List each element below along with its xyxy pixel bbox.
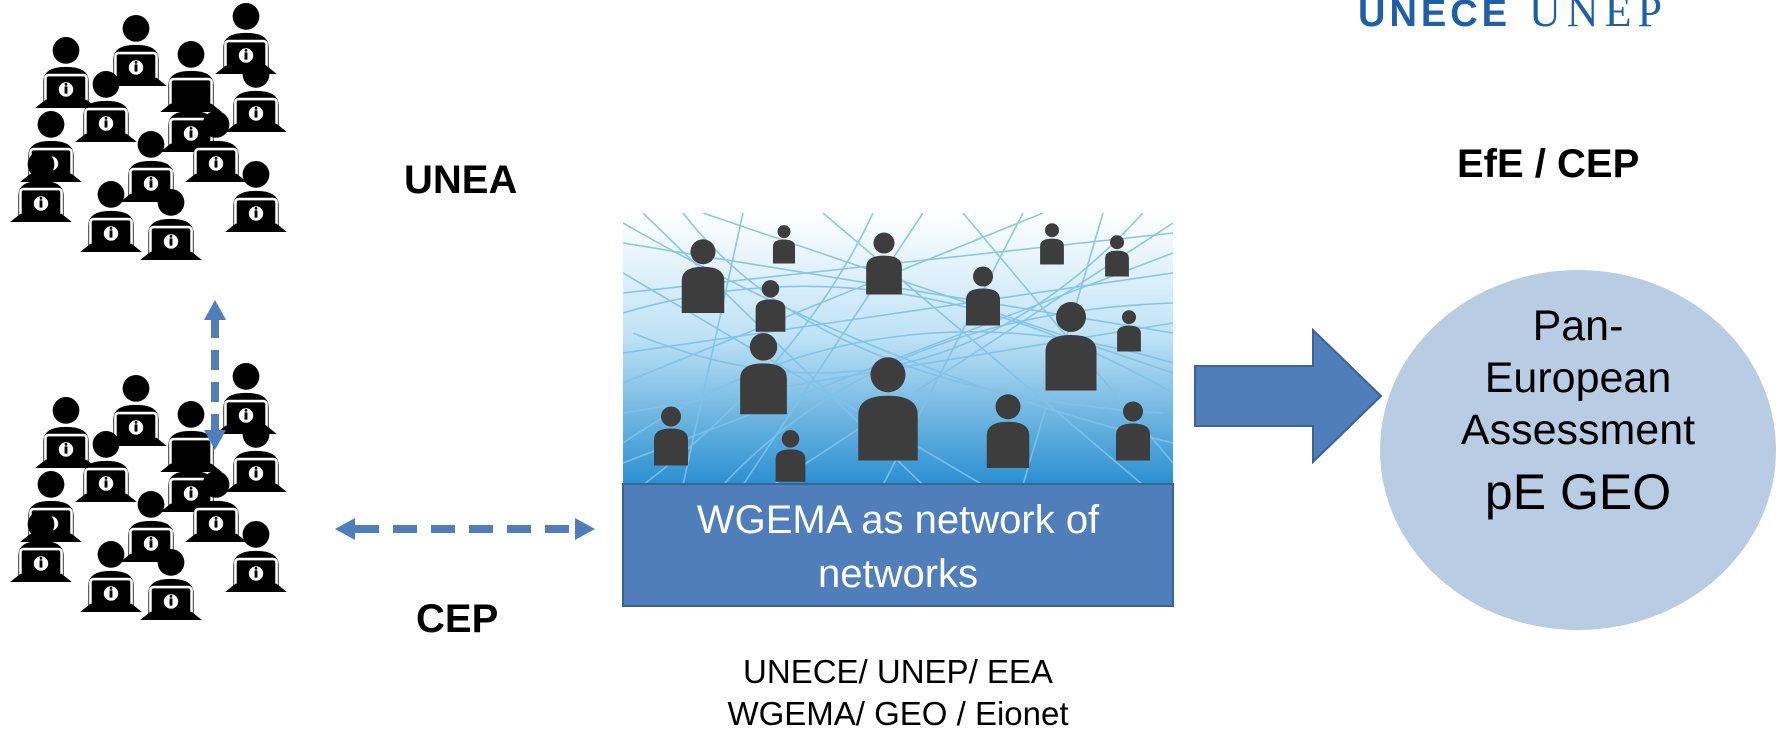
label-unea: UNEA (404, 158, 518, 202)
people-group-unea (10, 0, 300, 265)
label-efe-cep: EfE / CEP (1457, 142, 1640, 186)
wgema-box-text: WGEMA as network of networks (696, 498, 1100, 596)
label-cep: CEP (416, 597, 499, 641)
network-of-people-image (623, 213, 1173, 485)
pan-european-assessment-circle: Pan- European Assessment pE GEO (1380, 270, 1776, 630)
wgema-network-box: WGEMA as network of networks (622, 483, 1174, 607)
horizontal-double-arrow (335, 518, 595, 540)
right-block-arrow (1194, 328, 1383, 464)
circle-line-3: Assessment (1460, 406, 1696, 454)
caption: UNECE/ UNEP/ EEA WGEMA/ GEO / Eionet (623, 651, 1173, 735)
logo-unece: UNECE (1358, 0, 1512, 35)
vertical-double-arrow (204, 300, 226, 450)
circle-line-4: pE GEO (1484, 464, 1672, 520)
people-group-cep (10, 360, 300, 625)
caption-line-1: UNECE/ UNEP/ EEA (743, 653, 1053, 690)
circle-line-1: Pan- (1532, 302, 1624, 350)
circle-line-2: European (1484, 354, 1672, 402)
logo: UNECE UNEP (1358, 0, 1668, 37)
caption-line-2: WGEMA/ GEO / Eionet (727, 695, 1069, 732)
logo-unep: UNEP (1529, 0, 1668, 36)
